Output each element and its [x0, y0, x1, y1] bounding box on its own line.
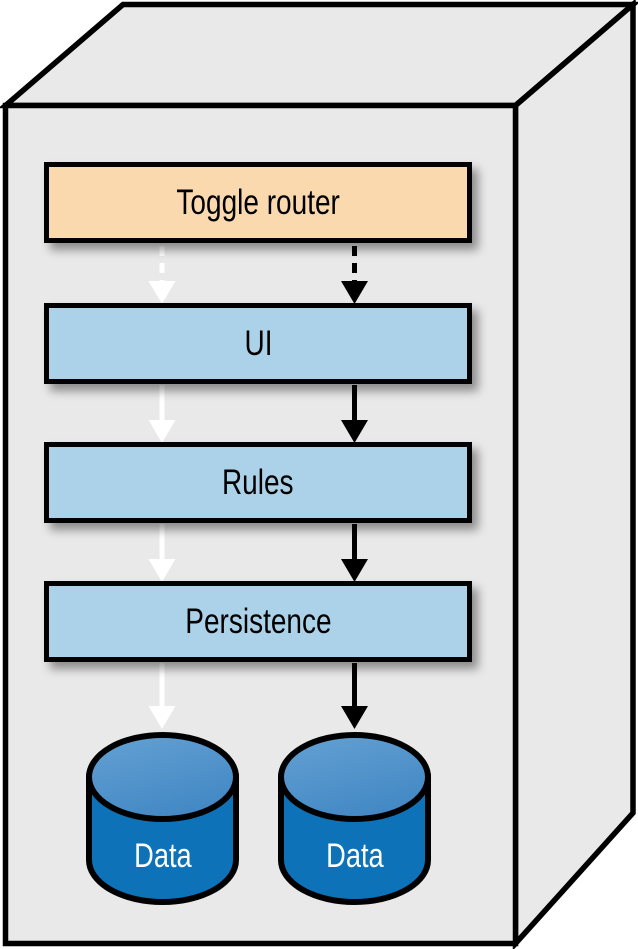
cylinder-top: [86, 732, 239, 822]
node-toggle-router: Toggle router: [44, 162, 472, 243]
cylinder-data-right: [278, 732, 431, 905]
node-ui-label: UI: [244, 324, 272, 363]
edge-rules-persistence-black: [341, 524, 368, 582]
node-data-left-label-wrap: Data: [103, 839, 223, 873]
edge-rules-persistence-white: [148, 524, 176, 582]
node-rules-label: Rules: [222, 463, 294, 502]
edge-arrowhead: [341, 281, 368, 304]
node-rules: Rules: [44, 442, 472, 523]
edge-ui-rules-black: [341, 385, 368, 443]
edge-persistence-data-black: [341, 663, 368, 729]
container-right-face: [512, 0, 636, 949]
edge-persistence-data-white: [148, 663, 176, 729]
edge-arrowhead: [148, 706, 176, 729]
edge-toggle-ui-white: [148, 246, 176, 304]
edge-arrowhead: [148, 559, 176, 582]
edge-arrowhead: [341, 420, 368, 443]
node-data-right-label-wrap: Data: [295, 839, 415, 873]
node-persistence: Persistence: [44, 581, 472, 662]
node-ui: UI: [44, 303, 472, 384]
cylinder-data-left: [86, 732, 239, 905]
node-toggle-router-label: Toggle router: [176, 183, 340, 222]
edge-ui-rules-white: [148, 385, 176, 443]
edge-arrowhead: [148, 420, 176, 443]
cylinder-top: [278, 732, 431, 822]
node-persistence-label: Persistence: [184, 602, 332, 641]
edge-arrowhead: [341, 706, 368, 729]
edge-arrowhead: [148, 281, 176, 304]
edge-toggle-ui-black: [341, 246, 368, 304]
node-data-left-label: Data: [134, 837, 192, 875]
node-data-right-label: Data: [326, 837, 384, 875]
edge-arrowhead: [341, 559, 368, 582]
